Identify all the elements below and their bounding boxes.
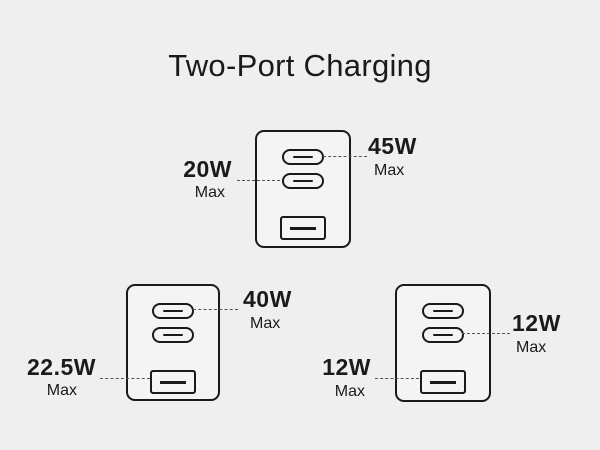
- usb-a-port-icon: [150, 370, 196, 394]
- wattage-label: 20W: [183, 156, 232, 182]
- leader-line: [375, 378, 419, 379]
- leader-line: [462, 333, 510, 334]
- leader-line: [100, 378, 150, 379]
- leader-line: [323, 156, 367, 157]
- max-label: Max: [194, 184, 225, 201]
- wattage-label: 12W: [512, 310, 561, 336]
- usb-c-port-icon: [422, 327, 464, 343]
- leader-line: [193, 309, 238, 310]
- wattage-label: 40W: [243, 286, 292, 312]
- usb-c-port-icon: [282, 149, 324, 165]
- max-label: Max: [250, 315, 281, 332]
- max-label: Max: [46, 382, 77, 399]
- usb-c-port-icon: [282, 173, 324, 189]
- charger-icon: [126, 284, 220, 401]
- wattage-label: 45W: [368, 133, 417, 159]
- usb-c-port-icon: [152, 327, 194, 343]
- charger-icon: [395, 284, 491, 402]
- max-label: Max: [334, 383, 365, 400]
- max-label: Max: [516, 339, 547, 356]
- usb-c-port-icon: [422, 303, 464, 319]
- wattage-label: 22.5W: [27, 354, 96, 380]
- usb-a-port-icon: [280, 216, 326, 240]
- page-title: Two-Port Charging: [168, 48, 432, 83]
- usb-c-port-icon: [152, 303, 194, 319]
- usb-a-port-icon: [420, 370, 466, 394]
- max-label: Max: [374, 162, 405, 179]
- leader-line: [237, 180, 280, 181]
- wattage-label: 12W: [322, 354, 371, 380]
- charger-icon: [255, 130, 351, 248]
